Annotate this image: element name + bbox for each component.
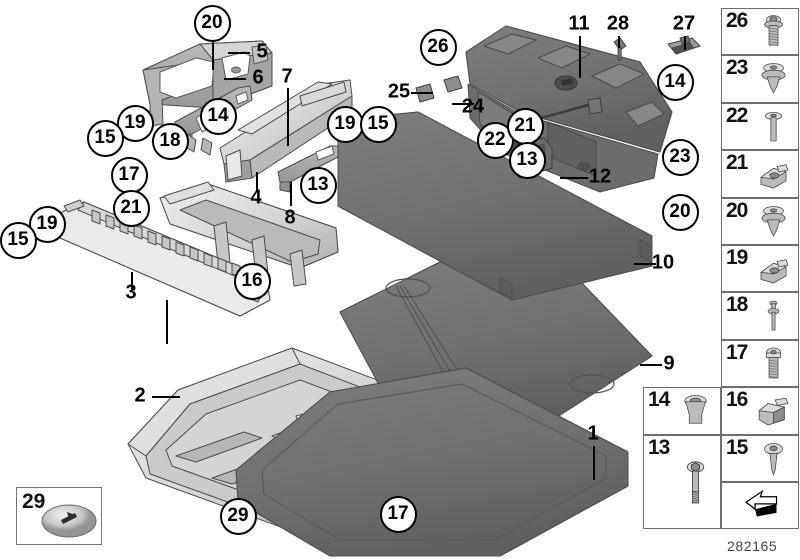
number-label-8: 8 bbox=[284, 206, 296, 229]
speed-nut-clip-icon bbox=[759, 164, 789, 189]
legend-cell-icon-wrap bbox=[753, 249, 794, 288]
legend-cell-21[interactable]: 21 bbox=[721, 150, 799, 198]
legend-cell-label: 26 bbox=[726, 9, 748, 32]
callout-29[interactable]: 29 bbox=[219, 497, 257, 535]
legend-cell-icon-wrap bbox=[753, 107, 794, 146]
legend-cell-icon-wrap bbox=[753, 391, 794, 430]
expanding-rivet-icon bbox=[761, 63, 786, 95]
legend-cell-label: 13 bbox=[648, 435, 670, 459]
legend-cell-icon-wrap bbox=[753, 154, 794, 193]
legend-cell-18[interactable]: 18 bbox=[721, 292, 799, 340]
legend-cell-label: 18 bbox=[726, 293, 748, 317]
expanding-rivet-icon bbox=[761, 205, 786, 237]
blind-rivet-icon bbox=[767, 301, 780, 331]
legend-cell-icon-wrap bbox=[675, 439, 716, 526]
callout-13[interactable]: 13 bbox=[299, 166, 337, 204]
legend-cell-label: 16 bbox=[726, 388, 748, 412]
push-pin-icon bbox=[765, 111, 782, 142]
pan-head-screw-icon bbox=[765, 347, 782, 379]
legend-cell-label: 17 bbox=[726, 340, 748, 364]
number-label-6: 6 bbox=[252, 66, 264, 89]
flange-bolt-icon bbox=[764, 15, 783, 47]
number-label-25: 25 bbox=[387, 80, 411, 103]
legend-cell-22[interactable]: 22 bbox=[721, 102, 799, 151]
legend-cell-26[interactable]: 26 bbox=[721, 8, 799, 56]
legend-cell-label: 21 bbox=[726, 151, 748, 175]
speed-nut-clip-icon bbox=[759, 259, 789, 284]
retaining-bracket-icon bbox=[758, 397, 789, 426]
legend-cell-icon-wrap bbox=[753, 12, 794, 51]
legend-arrow-icon-wrap bbox=[730, 486, 791, 525]
legend-cell-icon-wrap bbox=[753, 202, 794, 241]
callout-14[interactable]: 14 bbox=[199, 97, 237, 135]
legend-cell-icon-wrap bbox=[675, 391, 716, 430]
legend-cell-label: 23 bbox=[726, 56, 748, 80]
legend-cell-direction-arrow[interactable] bbox=[721, 482, 799, 530]
number-label-3: 3 bbox=[125, 281, 137, 304]
direction-arrow-icon bbox=[744, 489, 777, 517]
callout-20[interactable]: 20 bbox=[661, 193, 699, 231]
legend-cell-label: 20 bbox=[726, 198, 748, 222]
number-label-1: 1 bbox=[587, 422, 599, 445]
legend-cell-icon-wrap bbox=[753, 439, 794, 478]
number-label-10: 10 bbox=[651, 251, 675, 274]
callout-16[interactable]: 16 bbox=[233, 262, 271, 300]
thumbnail-box-29[interactable]: 29 bbox=[16, 487, 102, 545]
legend-cell-16[interactable]: 16 bbox=[721, 387, 799, 435]
callout-23[interactable]: 23 bbox=[661, 138, 699, 176]
callout-15[interactable]: 15 bbox=[86, 119, 124, 157]
legend-cell-label: 19 bbox=[726, 246, 748, 269]
number-label-2: 2 bbox=[134, 384, 146, 407]
callout-26[interactable]: 26 bbox=[419, 28, 457, 66]
callout-18[interactable]: 18 bbox=[151, 122, 189, 160]
legend-cell-14[interactable]: 14 bbox=[643, 387, 721, 435]
legend-cell-icon-wrap bbox=[753, 344, 794, 383]
legend-cell-20[interactable]: 20 bbox=[721, 197, 799, 245]
number-label-28: 28 bbox=[606, 12, 630, 35]
legend-cell-label: 14 bbox=[648, 388, 670, 412]
torx-screw-icon bbox=[764, 442, 783, 476]
number-label-12: 12 bbox=[588, 165, 612, 188]
callout-15[interactable]: 15 bbox=[359, 105, 397, 143]
legend-cell-13[interactable]: 13 bbox=[643, 434, 721, 530]
legend-cell-19[interactable]: 19 bbox=[721, 245, 799, 293]
long-hex-bolt-icon bbox=[686, 461, 705, 503]
legend-cell-15[interactable]: 15 bbox=[721, 434, 799, 482]
number-label-4: 4 bbox=[250, 186, 262, 209]
callout-17[interactable]: 17 bbox=[110, 156, 148, 194]
legend-cell-label: 22 bbox=[726, 103, 748, 127]
callout-14[interactable]: 14 bbox=[656, 63, 694, 101]
callout-20[interactable]: 20 bbox=[193, 4, 231, 42]
thumbnail-box-label: 29 bbox=[22, 490, 46, 513]
number-label-7: 7 bbox=[281, 65, 293, 88]
oval-cap-plug-icon bbox=[41, 504, 97, 538]
callout-17[interactable]: 17 bbox=[379, 495, 417, 533]
number-label-5: 5 bbox=[256, 40, 268, 63]
threaded-insert-icon bbox=[684, 395, 707, 424]
legend-cell-icon-wrap bbox=[753, 59, 794, 98]
callout-21[interactable]: 21 bbox=[112, 189, 150, 227]
number-label-27: 27 bbox=[672, 12, 696, 35]
legend-cell-17[interactable]: 17 bbox=[721, 339, 799, 388]
callout-15[interactable]: 15 bbox=[0, 221, 37, 259]
legend-cell-23[interactable]: 23 bbox=[721, 55, 799, 103]
diagram-id: 282165 bbox=[727, 538, 778, 554]
number-label-11: 11 bbox=[568, 12, 590, 35]
callout-13[interactable]: 13 bbox=[508, 141, 546, 179]
number-label-9: 9 bbox=[663, 352, 675, 375]
legend-cell-label: 15 bbox=[726, 435, 748, 459]
legend-cell-icon-wrap bbox=[753, 296, 794, 335]
number-label-24: 24 bbox=[461, 95, 485, 118]
